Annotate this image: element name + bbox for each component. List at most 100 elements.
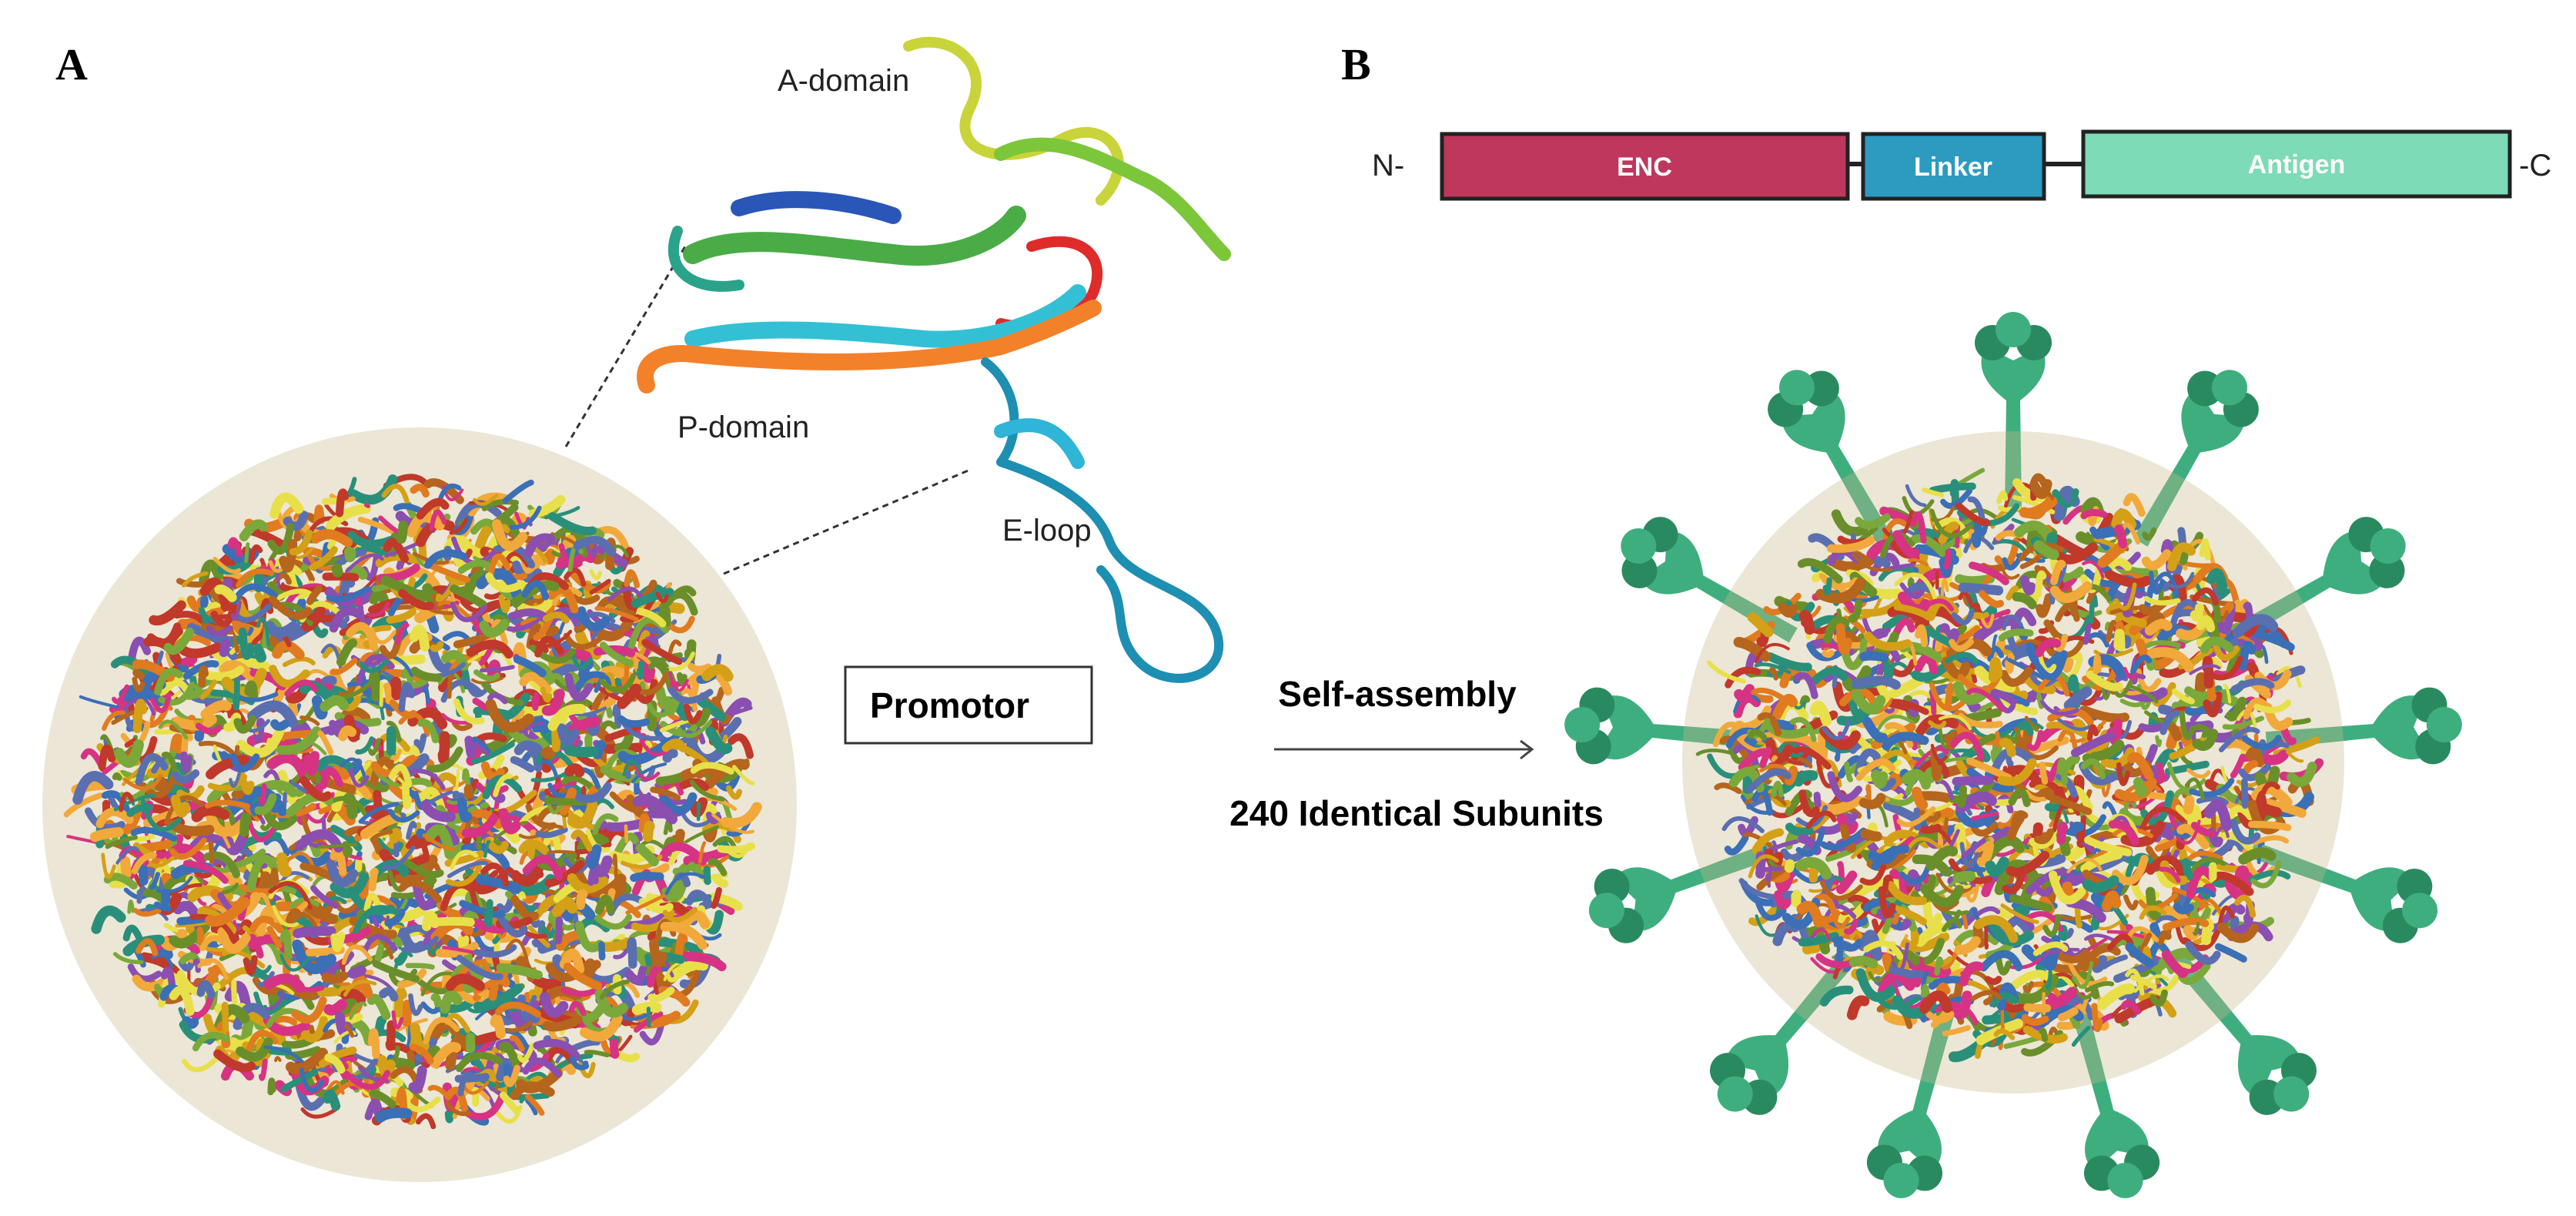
- arrow-head: [1520, 739, 1534, 760]
- subunit-ribbon: [567, 799, 598, 829]
- subunit-ribbon: [2042, 913, 2062, 937]
- subunit-ribbon: [207, 774, 248, 792]
- subunit-ribbon: [1935, 873, 1972, 895]
- subunit-ribbon: [518, 827, 554, 839]
- subunit-ribbon: [2123, 666, 2138, 681]
- subunit-ribbon: [485, 572, 526, 593]
- subunit-ribbon: [318, 1046, 357, 1068]
- subunit-ribbon: [1826, 536, 1875, 553]
- subunit-ribbon: [309, 546, 338, 571]
- subunit-ribbon: [696, 696, 727, 722]
- subunit-ribbon: [502, 479, 534, 504]
- subunit-ribbon: [2059, 914, 2093, 921]
- subunit-ribbon: [593, 645, 636, 658]
- subunit-ribbon: [2040, 947, 2080, 959]
- subunit-ribbon: [249, 916, 284, 934]
- subunit-ribbon: [2223, 684, 2232, 704]
- subunit-ribbon: [2096, 983, 2136, 1010]
- subunit-ribbon: [345, 553, 384, 573]
- subunit-ribbon: [525, 1094, 545, 1116]
- antigen-spike: [1564, 687, 1761, 765]
- subunit-ribbon: [1989, 920, 2035, 946]
- subunit-ribbon: [1820, 827, 1867, 851]
- subunit-ribbon: [429, 860, 442, 875]
- subunit-ribbon: [138, 839, 172, 853]
- subunit-ribbon: [1955, 502, 1991, 527]
- subunit-ribbon: [1934, 1002, 1979, 1026]
- subunit-ribbon: [2225, 696, 2247, 722]
- subunit-ribbon: [264, 621, 299, 638]
- subunit-ribbon: [430, 993, 442, 1008]
- subunit-ribbon: [1839, 823, 1857, 853]
- subunit-ribbon: [1967, 496, 1986, 521]
- subunit-ribbon: [564, 567, 587, 587]
- subunit-ribbon: [2241, 778, 2250, 809]
- subunit-ribbon: [440, 990, 463, 1014]
- subunit-ribbon: [1741, 789, 1756, 804]
- subunit-ribbon: [374, 1107, 413, 1123]
- subunit-ribbon: [731, 765, 755, 786]
- subunit-ribbon: [545, 625, 560, 636]
- subunit-ribbon: [1824, 904, 1857, 920]
- subunit-ribbon: [267, 1077, 276, 1096]
- subunit-ribbon: [644, 953, 654, 966]
- subunit-ribbon: [303, 751, 320, 776]
- subunit-ribbon: [2089, 739, 2125, 762]
- subunit-ribbon: [412, 880, 440, 911]
- subunit-ribbon: [1915, 806, 1942, 822]
- subunit-ribbon: [182, 1016, 199, 1030]
- subunit-ribbon: [460, 842, 510, 869]
- subunit-ribbon: [2230, 916, 2240, 934]
- subunit-ribbon: [1858, 930, 1882, 961]
- subunit-ribbon: [285, 1047, 329, 1074]
- subunit-ribbon: [2055, 715, 2091, 732]
- subunit-ribbon: [2032, 941, 2069, 956]
- subunit-ribbon: [199, 935, 235, 953]
- subunit-ribbon: [1738, 878, 1776, 900]
- subunit-ribbon: [444, 1087, 469, 1114]
- subunit-ribbon: [575, 920, 604, 953]
- subunit-ribbon: [363, 893, 382, 915]
- subunit-ribbon: [233, 634, 240, 653]
- subunit-ribbon: [1891, 698, 1929, 715]
- subunit-ribbon: [410, 745, 420, 757]
- subunit-ribbon: [450, 585, 487, 609]
- subunit-ribbon: [368, 669, 381, 702]
- subunit-ribbon: [1920, 884, 1965, 908]
- subunit-ribbon: [1987, 645, 2005, 662]
- subunit-ribbon: [2198, 897, 2223, 915]
- subunit-ribbon: [2126, 752, 2154, 780]
- p-domain-label: P-domain: [677, 410, 809, 444]
- antigen-segment: [2081, 129, 2512, 199]
- subunit-ribbon: [430, 1042, 462, 1069]
- subunit-ribbon: [637, 629, 651, 647]
- subunit-ribbon: [510, 755, 535, 773]
- subunit-ribbon: [391, 749, 402, 761]
- zoom-line: [723, 468, 971, 575]
- subunit-ribbon: [310, 885, 339, 909]
- subunit-ribbon: [522, 1057, 562, 1077]
- subunit-ribbon: [335, 488, 350, 518]
- subunit-ribbon: [214, 584, 237, 602]
- subunit-ribbon: [1929, 682, 1965, 712]
- subunit-ribbon: [2123, 493, 2146, 518]
- subunit-ribbon: [158, 682, 196, 706]
- subunit-ribbon: [326, 585, 371, 603]
- subunit-ribbon: [2106, 619, 2117, 642]
- subunit-ribbon: [617, 742, 667, 765]
- subunit-ribbon: [1993, 1028, 2016, 1040]
- subunit-ribbon: [1819, 880, 1863, 901]
- subunit-ribbon: [231, 583, 279, 605]
- subunit-ribbon: [187, 885, 233, 903]
- subunit-ribbon: [372, 960, 420, 983]
- subunit-ribbon: [604, 997, 619, 1010]
- subunit-ribbon: [1805, 810, 1837, 829]
- subunit-ribbon: [1905, 957, 1952, 978]
- subunit-ribbon: [1743, 832, 1775, 850]
- subunit-ribbon: [1751, 687, 1795, 708]
- subunit-ribbon: [1959, 961, 1984, 987]
- subunit-ribbon: [321, 971, 349, 984]
- subunit-ribbon: [541, 688, 565, 716]
- subunit-ribbon: [367, 1028, 380, 1059]
- subunit-ribbon: [2111, 508, 2137, 530]
